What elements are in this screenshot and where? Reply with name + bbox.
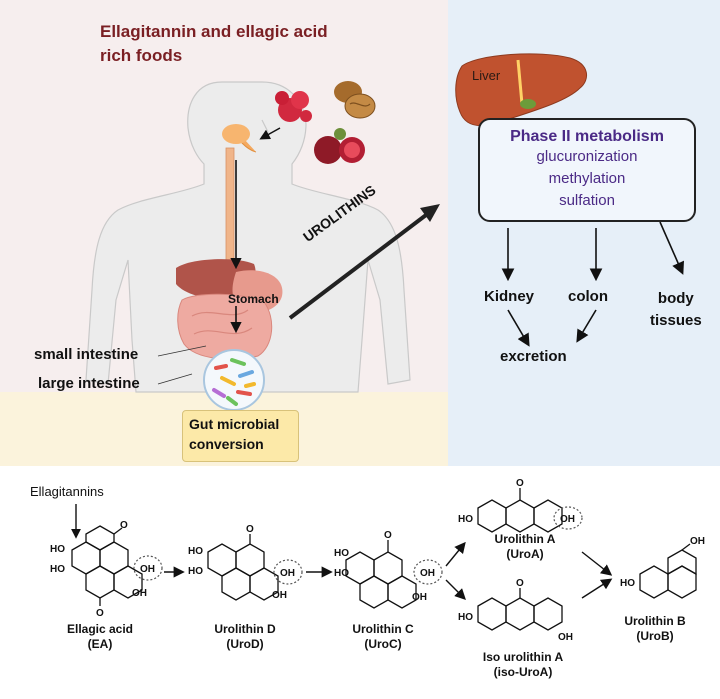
small-intestine-pointer: [157, 345, 207, 357]
uroc-oh-1: OH: [420, 568, 435, 579]
phase-ii-box: Phase II metabolism glucuronization meth…: [478, 118, 696, 222]
ellagitannins-label: Ellagitannins: [30, 484, 104, 499]
excretion-label: excretion: [500, 348, 567, 365]
isouroa-oh: OH: [558, 632, 573, 643]
urob-ho: HO: [620, 578, 635, 589]
kidney-label: Kidney: [484, 288, 535, 305]
foods-title-line1: Ellagitannin and ellagic acid: [100, 22, 328, 41]
phase-ii-methylation: methylation: [548, 170, 626, 187]
ellagic-oh-highlight: [133, 555, 163, 581]
compound-urolithin-c: Urolithin C (UroC): [328, 622, 438, 652]
large-intestine-label: large intestine: [38, 375, 140, 392]
compound-name: Urolithin C: [352, 622, 414, 636]
liver-label: Liver: [472, 68, 501, 83]
ea-ho-1: HO: [50, 544, 65, 555]
uroa-ho: HO: [458, 514, 473, 525]
compound-name: Urolithin B: [624, 614, 686, 628]
colon-excretion-arrow: [576, 309, 597, 343]
esophagus: [225, 147, 235, 271]
urolithin-c-structure: [345, 540, 417, 609]
urod-ho-1: HO: [188, 546, 203, 557]
ea-ho-2: HO: [50, 564, 65, 575]
raspberry-icon: [275, 91, 312, 122]
colon-label: colon: [568, 288, 608, 305]
compound-urolithin-b: Urolithin B (UroB): [600, 614, 710, 644]
compound-iso-urolithin-a: Iso urolithin A (iso-UroA): [458, 650, 588, 680]
urod-oh-2: OH: [272, 590, 287, 601]
small-intestine-label: small intestine: [34, 346, 139, 363]
compound-name: Ellagic acid: [66, 622, 134, 636]
urolithins-arrow: [288, 210, 432, 320]
ea-o-1: O: [120, 520, 128, 531]
isouroa-ho: HO: [458, 612, 473, 623]
compound-urolithin-d: Urolithin D (UroD): [190, 622, 300, 652]
compound-urolithin-a: Urolithin A (UroA): [470, 532, 580, 562]
compound-name: Iso urolithin A: [482, 650, 564, 664]
compound-ellagic-acid: Ellagic acid (EA): [50, 622, 150, 652]
compound-abbr: (UroD): [226, 637, 264, 651]
gut-line1: Gut microbial: [189, 416, 280, 432]
oral-cavity: [222, 124, 250, 144]
urob-oh: OH: [690, 536, 705, 547]
foods-title: Ellagitannin and ellagic acid rich foods: [100, 20, 400, 68]
human-body: [85, 81, 411, 393]
phase-ii-sulfation: sulfation: [559, 192, 615, 209]
urolithin-b-structure: [639, 543, 697, 599]
stomach-label: Stomach: [228, 292, 279, 306]
uroc-ho-2: HO: [334, 568, 349, 579]
urod-ho-2: HO: [188, 566, 203, 577]
phase-ii-title: Phase II metabolism: [510, 128, 664, 145]
to-body-tissues-arrow: [659, 221, 684, 275]
urod-oh-1: OH: [280, 568, 295, 579]
uroc-to-uroa-arrow: [445, 541, 466, 567]
uroa-oh-highlight: [553, 506, 583, 530]
uroa-to-urob-arrow: [581, 551, 613, 576]
isouroa-to-urob-arrow: [581, 578, 613, 599]
ea-o-2: O: [96, 608, 104, 619]
compound-name: Urolithin D: [214, 622, 276, 636]
ea-oh-2: OH: [132, 588, 147, 599]
phase-ii-glucuronization: glucuronization: [536, 148, 638, 165]
microbes: [212, 358, 256, 406]
large-intestine-pointer: [157, 373, 193, 385]
body-tissues-label: body tissues: [650, 288, 702, 332]
kidney-excretion-arrow: [507, 309, 530, 347]
uroc-oh-highlight: [413, 559, 443, 585]
compound-abbr: (UroB): [636, 629, 674, 643]
compound-abbr: (UroC): [364, 637, 402, 651]
body-tissues-line2: tissues: [650, 312, 702, 329]
walnut-icon: [334, 81, 376, 119]
uroa-o: O: [516, 478, 524, 489]
compound-abbr: (EA): [87, 637, 113, 651]
pomegranate-icon: [314, 128, 365, 164]
food-to-mouth-arrow: [259, 127, 281, 140]
uroc-o: O: [384, 530, 392, 541]
compound-abbr: (iso-UroA): [493, 665, 553, 679]
gut-microbial-box: Gut microbial conversion: [182, 410, 299, 462]
urod-o: O: [246, 524, 254, 535]
compound-name: Urolithin A: [494, 532, 556, 546]
ellagic-acid-structure: [71, 525, 143, 606]
compound-abbr: (UroA): [506, 547, 544, 561]
uroc-ho-1: HO: [334, 548, 349, 559]
ea-oh-1: OH: [140, 564, 155, 575]
gut-line2: conversion: [189, 436, 264, 452]
iso-urolithin-a-structure: [477, 588, 563, 631]
body-tissues-line1: body: [657, 290, 694, 307]
uroc-oh-2: OH: [412, 592, 427, 603]
foods-title-line2: rich foods: [100, 46, 183, 65]
urolithin-a-structure: [477, 488, 563, 533]
uroa-oh: OH: [560, 514, 575, 525]
urolithin-d-structure: [207, 534, 279, 601]
uroc-to-isouroa-arrow: [445, 579, 466, 600]
isouroa-o: O: [516, 578, 524, 589]
urod-oh-highlight: [273, 559, 303, 585]
